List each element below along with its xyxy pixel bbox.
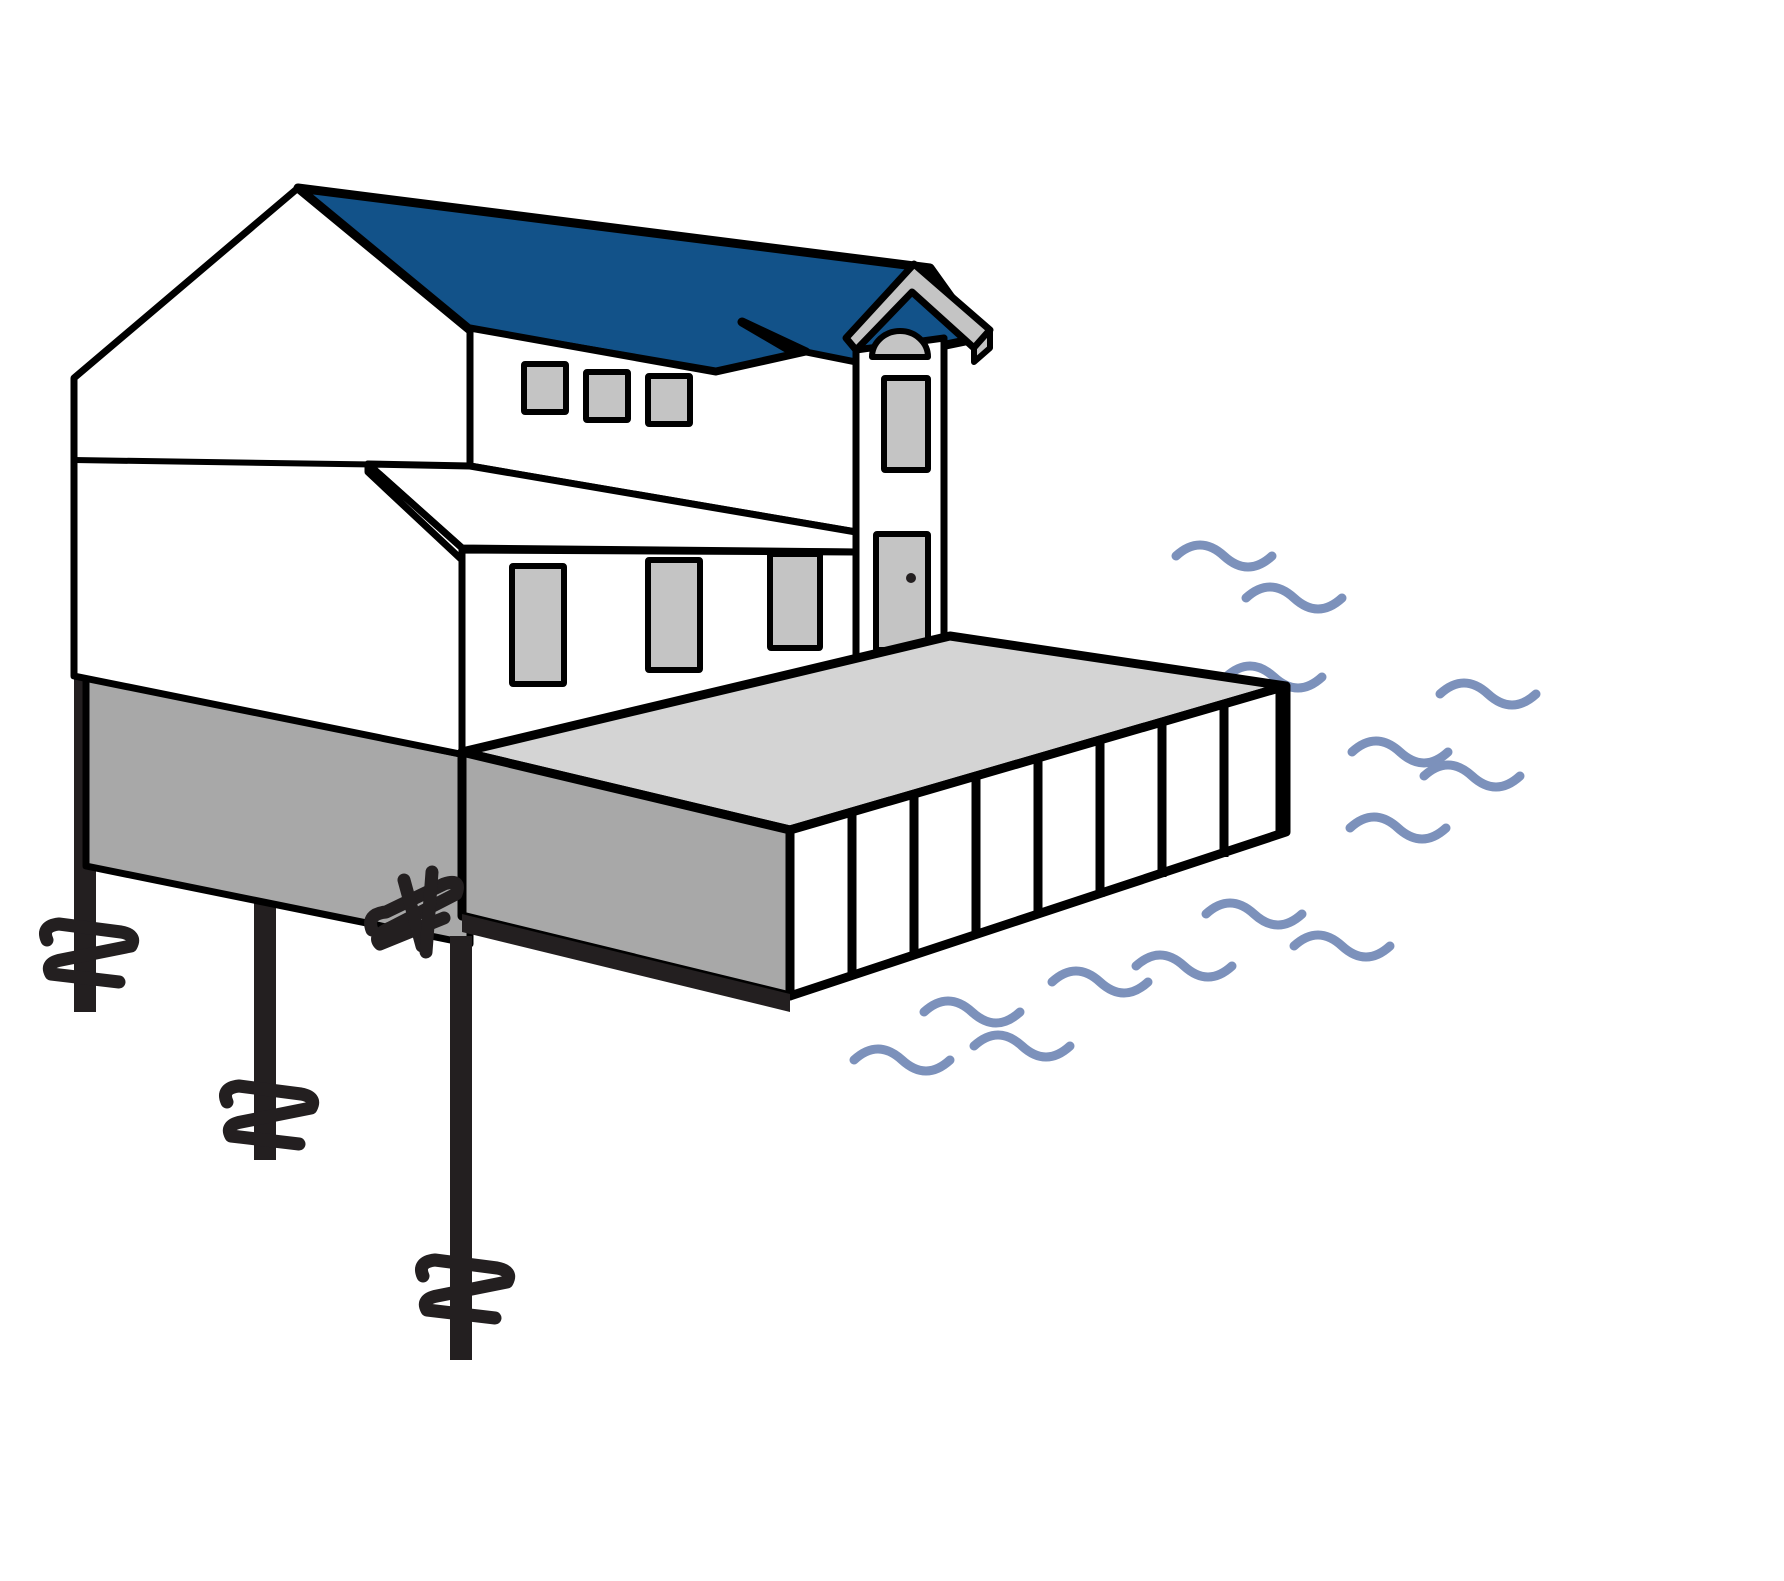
wave-mark-4 xyxy=(1435,678,1541,710)
lower-window-2 xyxy=(645,557,703,673)
wave-mark-8 xyxy=(1201,898,1307,930)
helix-plate-right xyxy=(415,1253,516,1325)
lower-window-3 xyxy=(767,551,823,651)
upper-window-3 xyxy=(645,373,693,427)
wave-mark-2 xyxy=(1241,582,1347,614)
deck-joists xyxy=(847,688,1285,977)
upper-window-1 xyxy=(521,361,569,415)
wave-mark-7 xyxy=(1345,812,1451,844)
deck-bottom-beam xyxy=(462,914,790,1012)
upper-window-2 xyxy=(583,369,631,423)
wave-mark-13 xyxy=(969,1030,1075,1062)
wave-mark-9 xyxy=(1289,930,1395,962)
wave-mark-14 xyxy=(849,1044,955,1076)
wave-mark-12 xyxy=(919,996,1025,1028)
tower-upper-window xyxy=(881,375,931,473)
wave-mark-11 xyxy=(1047,966,1153,998)
tower-fanlight-window xyxy=(869,328,931,360)
wave-mark-3 xyxy=(1221,661,1327,693)
water-surface xyxy=(849,540,1541,1076)
door-knob xyxy=(906,573,916,583)
helix-plate-at-grade xyxy=(364,865,464,959)
helix-plate-left xyxy=(39,917,140,989)
wave-mark-6 xyxy=(1419,760,1525,792)
helix-plate-middle xyxy=(219,1079,320,1151)
tower-roof-fascia xyxy=(971,327,993,365)
wave-mark-1 xyxy=(1171,540,1277,572)
helical-pile-right-lower xyxy=(450,936,472,1360)
tower-entry-door xyxy=(873,531,931,653)
wave-mark-5 xyxy=(1347,736,1453,768)
lower-window-1 xyxy=(509,563,567,687)
wave-mark-10 xyxy=(1131,950,1237,982)
